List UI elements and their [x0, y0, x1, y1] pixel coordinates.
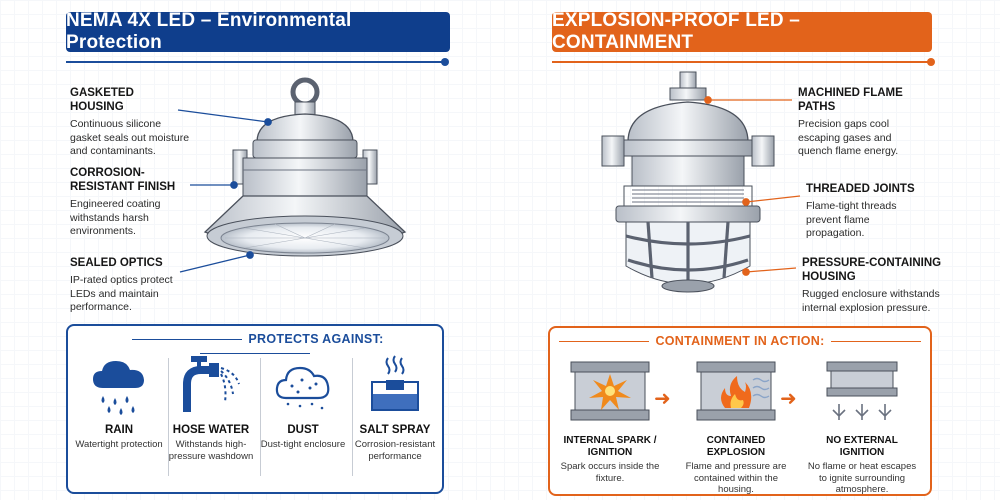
nema-banner: NEMA 4X LED – Environmental Protection [66, 10, 450, 53]
callout-title: CORROSION-RESISTANT FINISH [70, 167, 176, 193]
item-title: HOSE WATER [172, 424, 250, 436]
item-text: Corrosion-resistant performance [354, 439, 436, 462]
no-ignition-icon [826, 361, 898, 420]
salt-spray-icon [371, 355, 419, 411]
arrow-icon: ➜ [654, 388, 671, 410]
explosion-proof-fixture-illustration [601, 71, 775, 293]
callout-corrosion-resistant: CORROSION-RESISTANT FINISH Engineered co… [70, 166, 200, 239]
stage-no-external-ignition: NO EXTERNAL IGNITION No flame or heat es… [806, 358, 918, 496]
item-title: NO EXTERNAL IGNITION [826, 435, 898, 458]
item-text: Dust-tight enclosure [260, 439, 346, 450]
rain-cloud-icon [93, 361, 144, 415]
panel-title: CONTAINMENT IN ACTION: [550, 334, 930, 348]
callout-title: SEALED OPTICS [70, 257, 163, 269]
stage-contained-explosion: CONTAINED EXPLOSION Flame and pressure a… [680, 358, 792, 496]
divider [260, 358, 261, 476]
hose-water-icon [183, 356, 240, 412]
nema-title-rule [66, 58, 449, 66]
item-text: Watertight protection [75, 439, 163, 450]
item-text: Flame and pressure are contained within … [685, 461, 787, 495]
callout-threaded-joints: THREADED JOINTS Flame-tight threads prev… [806, 182, 936, 241]
item-text: Spark occurs inside the fixture. [560, 461, 660, 484]
callout-text: Rugged enclosure withstands internal exp… [802, 288, 940, 314]
protect-dust: DUST Dust-tight enclosure [258, 354, 348, 451]
item-text: No flame or heat escapes to ignite surro… [807, 461, 917, 495]
callout-text: Flame-tight threads prevent flame propag… [806, 200, 897, 239]
dust-cloud-icon [275, 366, 330, 410]
callout-title: MACHINED FLAME PATHS [798, 87, 903, 113]
callout-title: THREADED JOINTS [806, 183, 915, 195]
contained-flame-icon [696, 361, 776, 421]
containment-panel: CONTAINMENT IN ACTION: INTERNAL SPARK / … [548, 326, 932, 496]
item-text: Withstands high-pressure washdown [168, 439, 254, 462]
panel-title: PROTECTS AGAINST: [68, 332, 442, 360]
xp-title-rule [552, 58, 935, 66]
callout-sealed-optics: SEALED OPTICS IP-rated optics protect LE… [70, 256, 190, 315]
callout-text: Continuous silicone gasket seals out moi… [70, 118, 190, 157]
protect-rain: RAIN Watertight protection [74, 354, 164, 451]
explosion-proof-section: EXPLOSION-PROOF LED – CONTAINMENT [500, 0, 1000, 500]
protect-hose-water: HOSE WATER Withstands high-pressure wash… [166, 354, 256, 463]
spark-icon [570, 361, 650, 421]
nema-fixture-illustration [203, 77, 407, 257]
callout-gasketed-housing: GASKETED HOUSING Continuous silicone gas… [70, 86, 190, 159]
callout-machined-flame-paths: MACHINED FLAME PATHS Precision gaps cool… [798, 86, 938, 159]
item-title: INTERNAL SPARK / IGNITION [563, 435, 657, 458]
divider [168, 358, 169, 476]
item-title: DUST [287, 424, 319, 436]
explosion-proof-banner: EXPLOSION-PROOF LED – CONTAINMENT [552, 10, 932, 53]
callout-text: Precision gaps cool escaping gases and q… [798, 118, 899, 157]
stage-internal-spark: INTERNAL SPARK / IGNITION Spark occurs i… [554, 358, 666, 484]
nema-4x-section: NEMA 4X LED – Environmental Protection [66, 10, 450, 494]
divider [352, 358, 353, 476]
item-title: SALT SPRAY [359, 424, 431, 436]
item-title: CONTAINED EXPLOSION [706, 435, 766, 458]
callout-title: PRESSURE-CONTAINING HOUSING [802, 257, 942, 283]
xp-leader-lines [704, 96, 801, 276]
nema-leader-lines [177, 109, 272, 273]
callout-text: IP-rated optics protect LEDs and maintai… [70, 274, 173, 313]
protect-salt-spray: SALT SPRAY Corrosion-resistant performan… [350, 354, 440, 463]
item-title: RAIN [104, 424, 134, 436]
callout-title: GASKETED HOUSING [70, 87, 134, 113]
callout-text: Engineered coating withstands harsh envi… [70, 198, 161, 237]
callout-pressure-containing-housing: PRESSURE-CONTAINING HOUSING Rugged enclo… [802, 256, 942, 315]
arrow-icon: ➜ [780, 388, 797, 410]
protects-against-panel: PROTECTS AGAINST: RAIN Watertight protec… [66, 324, 444, 494]
